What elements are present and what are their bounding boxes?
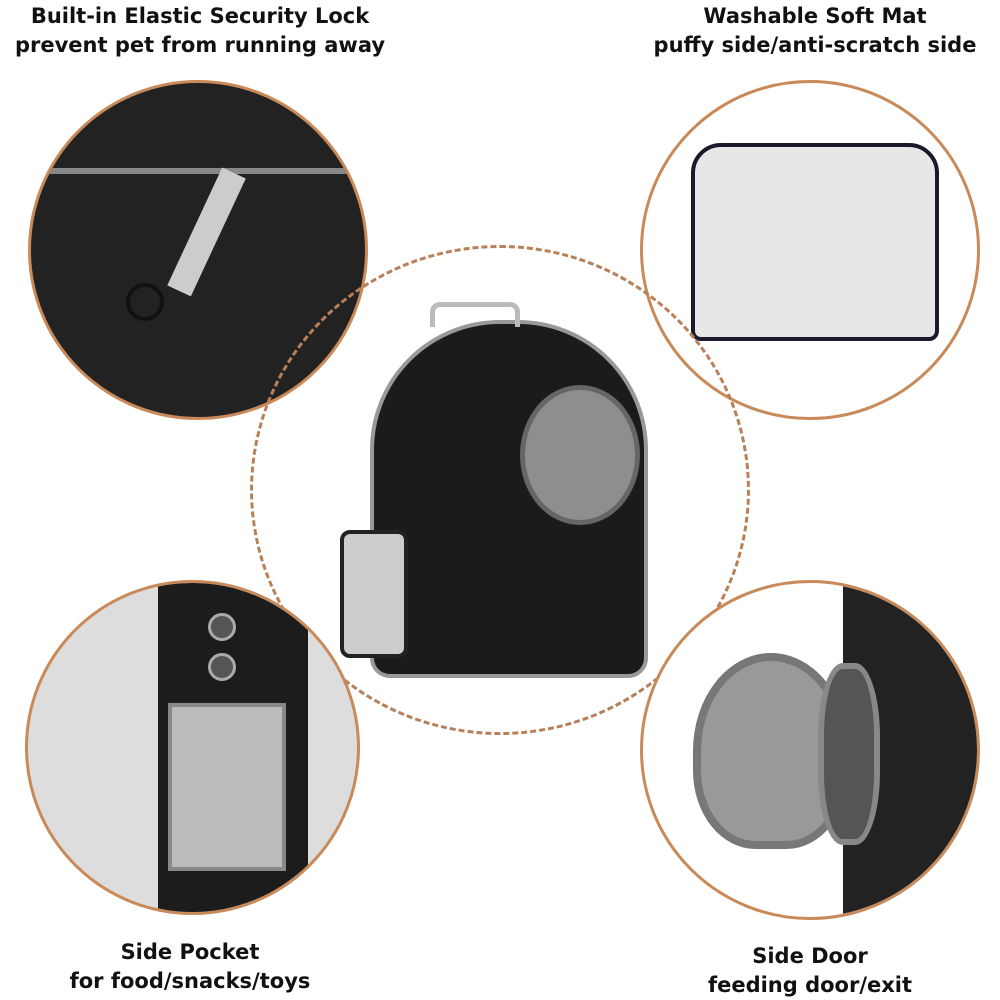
caption-line2: feeding door/exit [707,973,913,997]
side-door-image [640,580,980,920]
air-hole [208,613,236,641]
caption-security-lock: Built-in Elastic Security Lock prevent p… [0,2,400,60]
caption-soft-mat: Washable Soft Mat puffy side/anti-scratc… [630,2,1000,60]
mat [691,143,939,341]
caption-line1: Washable Soft Mat [703,4,927,28]
caption-side-door: Side Door feeding door/exit [620,942,1000,1000]
fabric-seam [31,168,365,174]
handle [430,302,520,327]
side-pocket-image [25,580,360,915]
clip-hook [126,283,164,321]
air-hole [208,653,236,681]
side-pocket [340,530,408,658]
caption-line1: Side Pocket [120,940,260,964]
backpack-image [340,302,650,680]
bubble-window [520,385,640,525]
caption-line1: Side Door [752,944,868,968]
caption-line2: prevent pet from running away [14,33,386,57]
caption-line2: puffy side/anti-scratch side [653,33,977,57]
strap [167,167,246,297]
soft-mat-image [640,80,980,420]
caption-line1: Built-in Elastic Security Lock [30,4,370,28]
security-lock-image [28,80,368,420]
mesh-pocket [168,703,286,871]
caption-line2: for food/snacks/toys [69,969,311,993]
caption-side-pocket: Side Pocket for food/snacks/toys [0,938,380,996]
door-opening [818,663,880,845]
backpack-frame [250,245,750,735]
